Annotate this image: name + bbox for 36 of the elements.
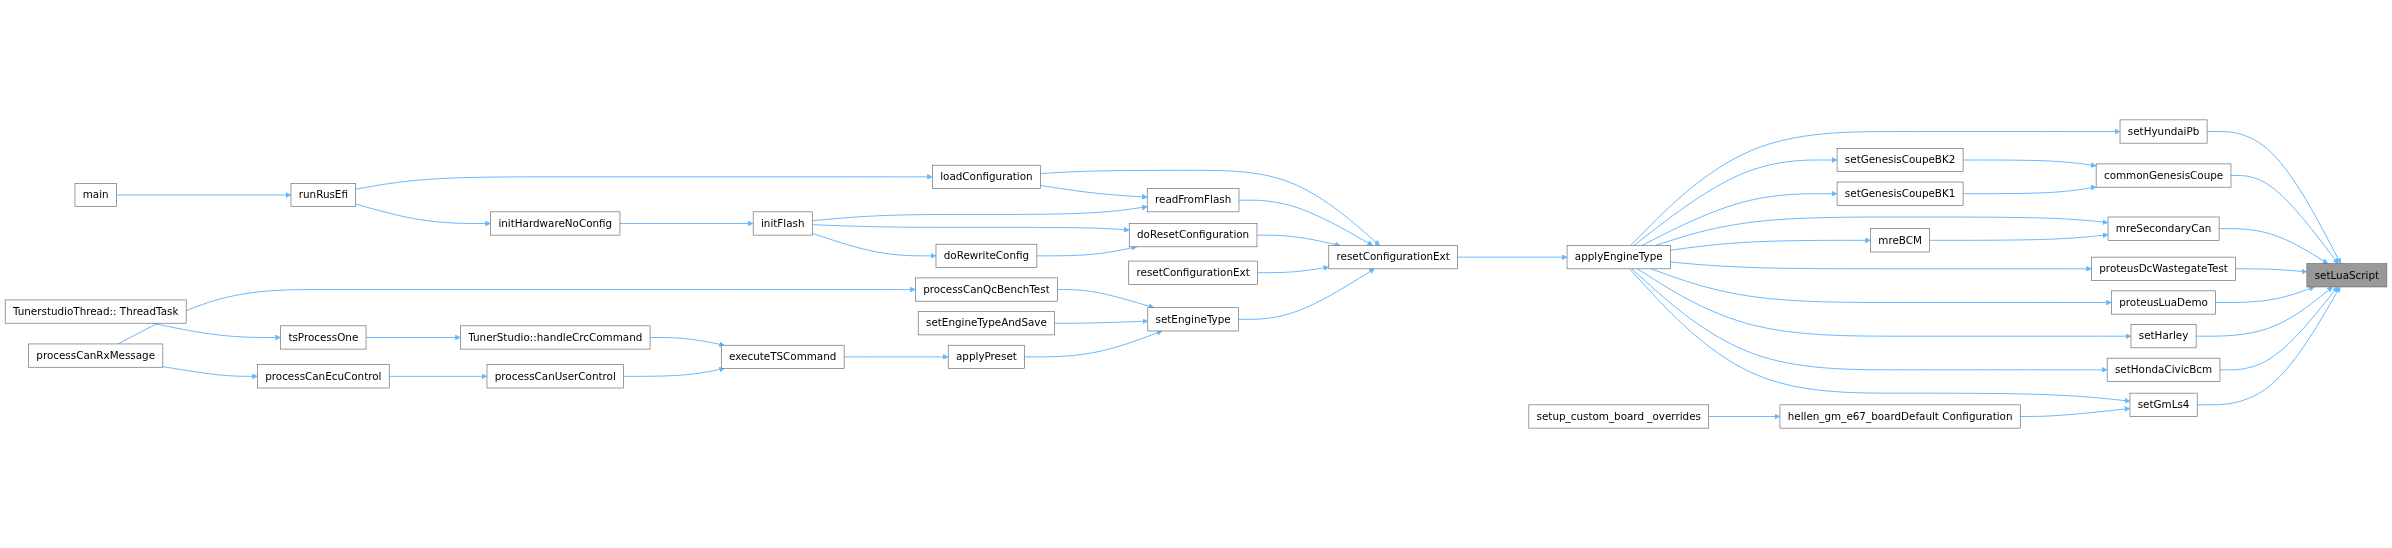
node-box: commonGenesisCoupe (2095, 163, 2232, 188)
node-box: setHyundaiPb (2119, 119, 2208, 144)
node-box: mreSecondaryCan (2107, 216, 2220, 241)
node-box: applyPreset (947, 344, 1025, 369)
node-box: setLuaScript (2306, 263, 2388, 288)
node-box: setEngineType (1147, 307, 1239, 332)
node-box: tsProcessOne (280, 325, 367, 350)
node-box: readFromFlash (1146, 188, 1240, 213)
node-box: setup_custom_board _overrides (1528, 404, 1709, 429)
node-box: hellen_gm_e67_boardDefault Configuration (1779, 404, 2021, 429)
node-box: setGmLs4 (2129, 392, 2198, 417)
node-box: setHondaCivicBcm (2106, 357, 2221, 382)
node-box: setEngineTypeAndSave (917, 311, 1055, 336)
node-box: proteusLuaDemo (2111, 290, 2216, 315)
node-box: TunerStudio::handleCrcCommand (460, 325, 651, 350)
node-box: setGenesisCoupeBK1 (1836, 181, 1964, 206)
node-box: loadConfiguration (932, 164, 1041, 189)
node-box: proteusDcWastegateTest (2091, 256, 2236, 281)
node-box: processCanEcuControl (257, 364, 390, 389)
node-box: mreBCM (1870, 228, 1930, 253)
node-box: resetConfigurationExt (1328, 245, 1458, 270)
node-box: TunerstudioThread:: ThreadTask (4, 299, 187, 324)
node-box: setHarley (2130, 324, 2197, 349)
node-box: initFlash (752, 211, 813, 236)
node-box: setGenesisCoupeBK2 (1836, 148, 1964, 172)
node-box: processCanRxMessage (28, 343, 164, 368)
node-box: initHardwareNoConfig (490, 211, 621, 236)
node-box: main (74, 183, 117, 207)
node-box: doRewriteConfig (935, 243, 1038, 268)
node-box: executeTSCommand (721, 344, 845, 369)
node-box: processCanUserControl (486, 364, 624, 389)
node-box: runRusEfi (290, 183, 356, 207)
node-box: applyEngineType (1566, 245, 1671, 270)
node-box: doResetConfiguration (1128, 223, 1258, 248)
node-box: resetConfigurationExt (1128, 260, 1258, 285)
node-box: processCanQcBenchTest (915, 277, 1058, 302)
